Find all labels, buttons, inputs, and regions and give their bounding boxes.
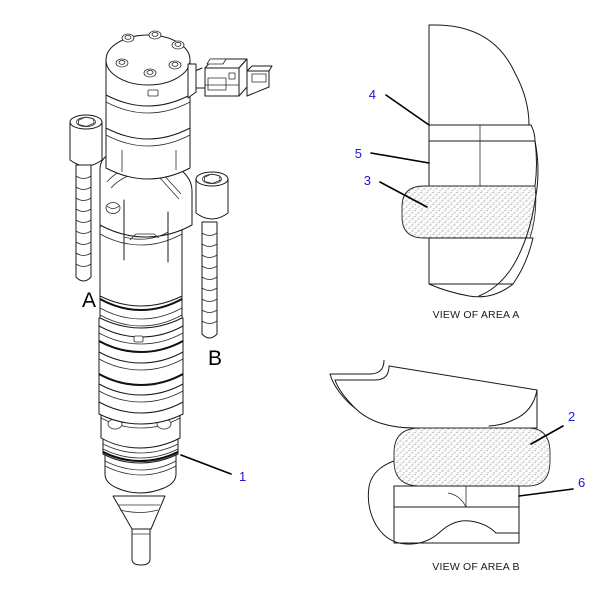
injector-top-cap [105, 30, 191, 86]
area-a-seal-3 [401, 185, 537, 239]
leader-line-5 [370, 152, 430, 164]
callout-number-3: 3 [364, 173, 371, 188]
injector-stud-left [75, 164, 92, 282]
injector-main-assembly: A B 1 [69, 30, 273, 566]
injector-boss-right [195, 171, 229, 220]
area-a-band-4 [428, 124, 536, 142]
detail-view-area-a: 4 5 3 VIEW OF AREA A [355, 24, 539, 321]
section-letter-a: A [82, 289, 96, 312]
callout-number-2: 2 [568, 409, 575, 424]
leader-line-4 [385, 94, 430, 126]
area-a-lower-tail [428, 283, 514, 298]
injector-electrical-connector [187, 58, 273, 99]
cap-bolt [171, 40, 185, 50]
view-caption-area-b: VIEW OF AREA B [432, 561, 519, 573]
injector-barrel-grooves [98, 317, 184, 425]
injector-nozzle-tip [112, 495, 166, 566]
cap-bolt [148, 30, 162, 40]
area-a-lower-body [428, 237, 534, 285]
injector-solenoid-barrel [105, 59, 191, 180]
detail-view-area-b: 2 6 VIEW OF AREA B [329, 359, 585, 573]
leader-line-6 [518, 488, 574, 497]
callout-number-5: 5 [355, 146, 362, 161]
injector-main-body [99, 225, 183, 307]
callout-number-1: 1 [239, 469, 246, 484]
cap-bolt [168, 60, 182, 70]
cap-bolt [115, 58, 129, 68]
cap-bolt [121, 33, 135, 43]
section-letter-b: B [208, 347, 222, 370]
injector-stud-right [201, 221, 218, 339]
cap-bolt [143, 68, 157, 78]
injector-boss-left [69, 114, 103, 167]
area-a-band-5 [428, 140, 537, 187]
leader-line-3 [379, 181, 428, 208]
view-caption-area-a: VIEW OF AREA A [433, 309, 520, 321]
leader-line-2 [530, 425, 564, 445]
area-b-seal-2 [393, 427, 551, 487]
area-a-upper-body [428, 24, 530, 126]
callout-number-6: 6 [578, 475, 585, 490]
callout-number-4: 4 [369, 87, 376, 102]
leader-line-1 [180, 454, 232, 475]
